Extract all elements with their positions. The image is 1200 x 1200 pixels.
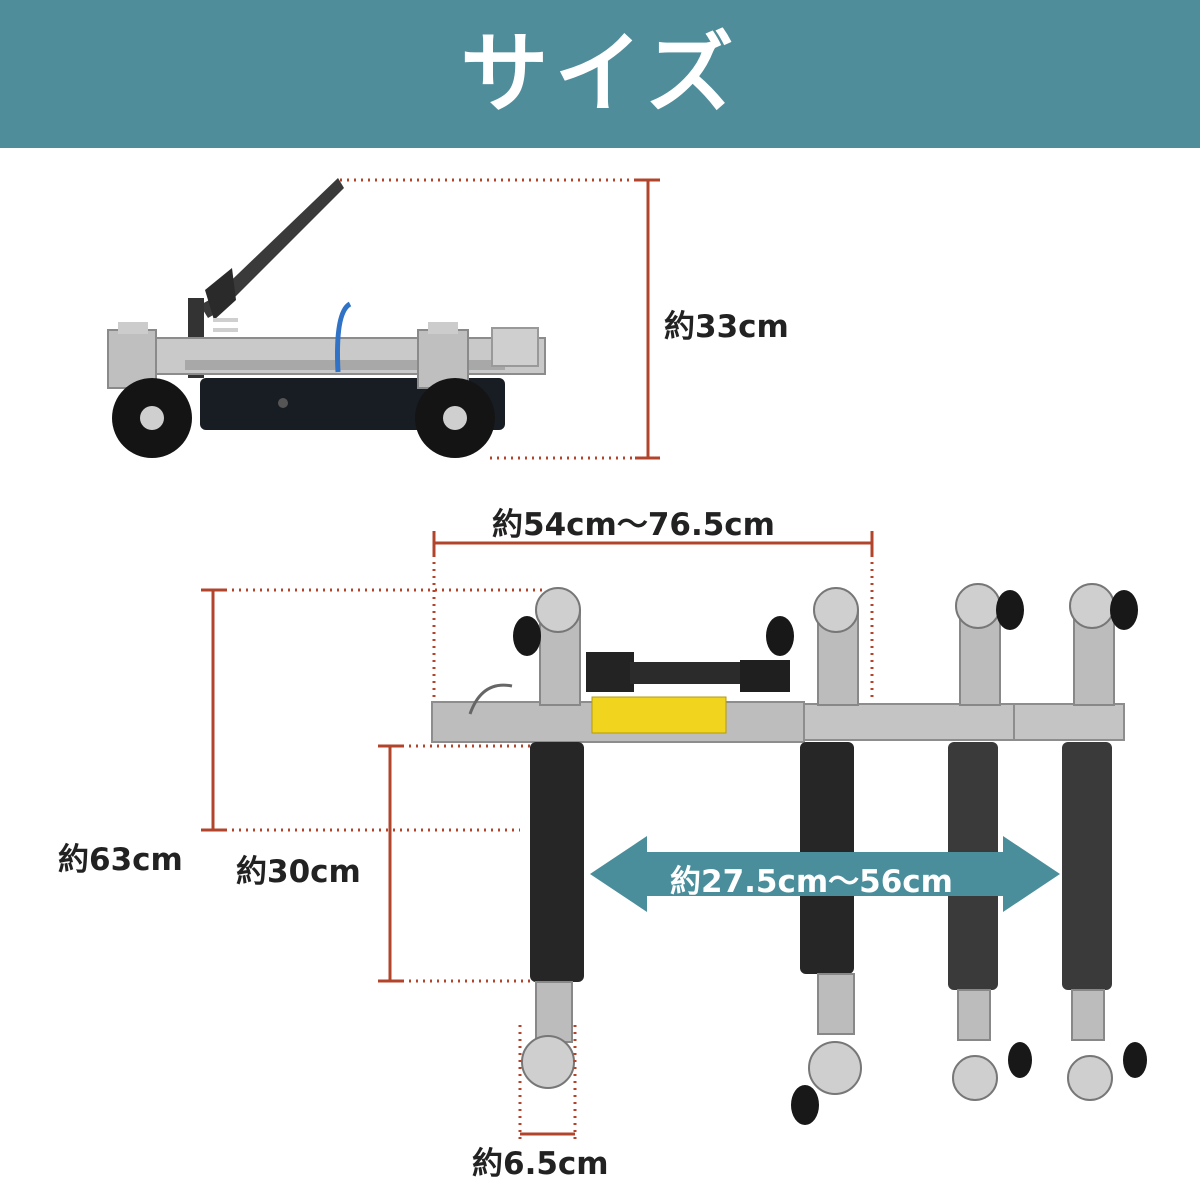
page-title: サイズ [460, 22, 740, 125]
pad-length-dimension-lines [378, 744, 530, 983]
length-label: 約63cm [58, 842, 183, 878]
wheel-width-dimension-lines [518, 1025, 577, 1142]
opening-range-label: 約27.5cm〜56cm [670, 864, 953, 900]
wheel-width-label: 約6.5cm [472, 1146, 609, 1182]
dolly-top-view [431, 583, 1147, 1125]
height-label: 約33cm [664, 309, 789, 345]
length-dimension-lines [201, 588, 545, 832]
height-dimension-lines [340, 178, 660, 460]
width-range-label: 約54cm〜76.5cm [492, 507, 775, 543]
width-range-dimension-lines [432, 531, 874, 700]
dolly-side-view [107, 178, 546, 458]
header-banner: サイズ [0, 0, 1200, 148]
opening-range-arrow [590, 836, 1060, 912]
pad-length-label: 約30cm [236, 854, 361, 890]
